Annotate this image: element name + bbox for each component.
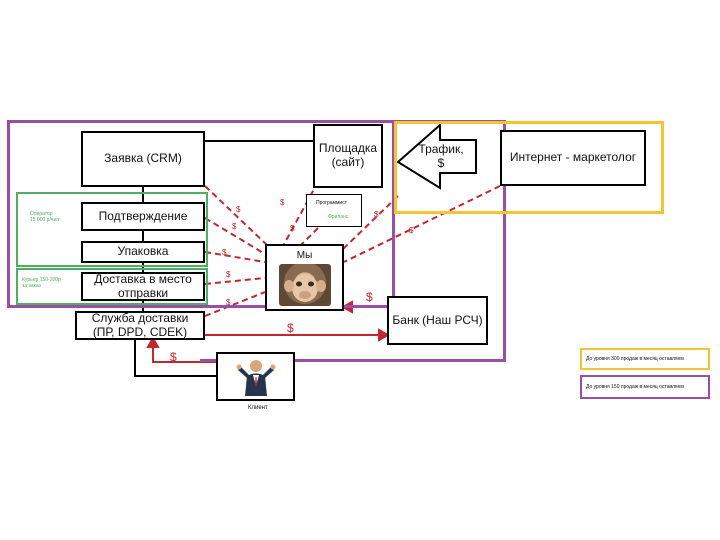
courier-note: Курьер 150-200р за заказ [22,277,61,289]
programmer-label: Программист [316,200,347,206]
operator-note-line1: Оператор [30,211,53,217]
programmer-box: Программист Фриланс [306,194,362,227]
client-box [216,352,295,401]
monkey-face-icon [283,273,326,302]
courier-note-line2: за заказ [22,282,41,289]
we-label: Мы [296,250,313,261]
delivery-box: Служба доставки (ПР, DPD, CDEK) [75,311,205,340]
site-label-line2: (сайт) [331,155,365,169]
monkey-photo [278,263,331,306]
confirm-box: Подтверждение [81,202,205,231]
dollar-label: $ [374,210,379,219]
businessman-icon [236,359,275,396]
money-delivery-bank-arrowhead [378,328,391,342]
bank-label: Банк (Наш РСЧ) [392,312,483,327]
connector-delivery-client [134,339,216,377]
flow-confirm-we [204,217,266,255]
we-box: Мы [265,244,344,311]
ship-label-line2: отправки [117,285,169,300]
dollar-label: $ [226,270,231,279]
operator-note: Оператор 15 000 р/чел [30,211,59,223]
crm-box: Заявка (CRM) [81,131,205,187]
traffic-label-holder: Трафик, $ [414,142,468,169]
traffic-label: Трафик, $ [418,142,464,170]
courier-note-line1: Курьер 150-200р [22,277,61,283]
client-photo [233,356,279,398]
operator-note-line2: 15 000 р/чел [30,216,59,223]
money-client-delivery-arrowhead [146,335,160,348]
flow-ship-we [204,277,266,285]
dollar-label: $ [290,224,295,233]
crm-label: Заявка (CRM) [104,151,182,166]
marketer-box: Интернет - маркетолог [500,130,646,186]
site-box: Площадка (сайт) [313,124,383,188]
dollar-label: $ [226,298,231,307]
confirm-label: Подтверждение [98,208,188,223]
dollar-label: $ [236,205,241,214]
pack-label: Упаковка [117,244,169,259]
client-label: Клиент [248,405,268,411]
dollar-label-client-delivery: $ [170,350,177,364]
flow-delivery-we [204,291,266,317]
delivery-label-line2: (ПР, DPD, CDEK) [92,324,188,339]
flow-crm-we [204,185,269,247]
legend-purple: До уровня 150 продаж в месяц оставляем [580,375,710,399]
ship-box: Доставка в место отправки [81,272,205,301]
dollar-label-delivery-bank: $ [287,321,294,335]
flow-pack-we [204,251,266,263]
freelance-label: Фриланс [328,213,349,220]
flow-programmer-we [299,227,319,247]
dollar-label: $ [280,198,285,207]
marketer-label: Интернет - маркетолог [509,150,637,165]
ship-label-line1: Доставка в место [94,271,192,286]
dollar-label: $ [232,222,237,231]
delivery-label-line1: Служба доставки [91,310,189,325]
flow-marketer-we [343,185,501,263]
flow-site-we [282,181,319,247]
dollar-label: $ [409,226,414,235]
flow-traffic-we [342,195,399,250]
legend-purple-text: До уровня 150 продаж в месяц оставляем [586,384,684,390]
money-bank-we-arrowhead [340,300,353,314]
legend-yellow: До уровня 300 продаж в месяц оставляем [580,348,710,370]
traffic-arrow-shape [396,122,477,190]
dollar-label: $ [222,248,227,257]
dollar-label-bank-we: $ [366,290,373,304]
legend-yellow-text: До уровня 300 продаж в месяц оставляем [586,356,684,362]
money-client-delivery-line [152,346,216,363]
bank-box: Банк (Наш РСЧ) [387,296,488,345]
site-label-line1: Площадка [318,141,378,156]
pack-box: Упаковка [81,241,205,263]
